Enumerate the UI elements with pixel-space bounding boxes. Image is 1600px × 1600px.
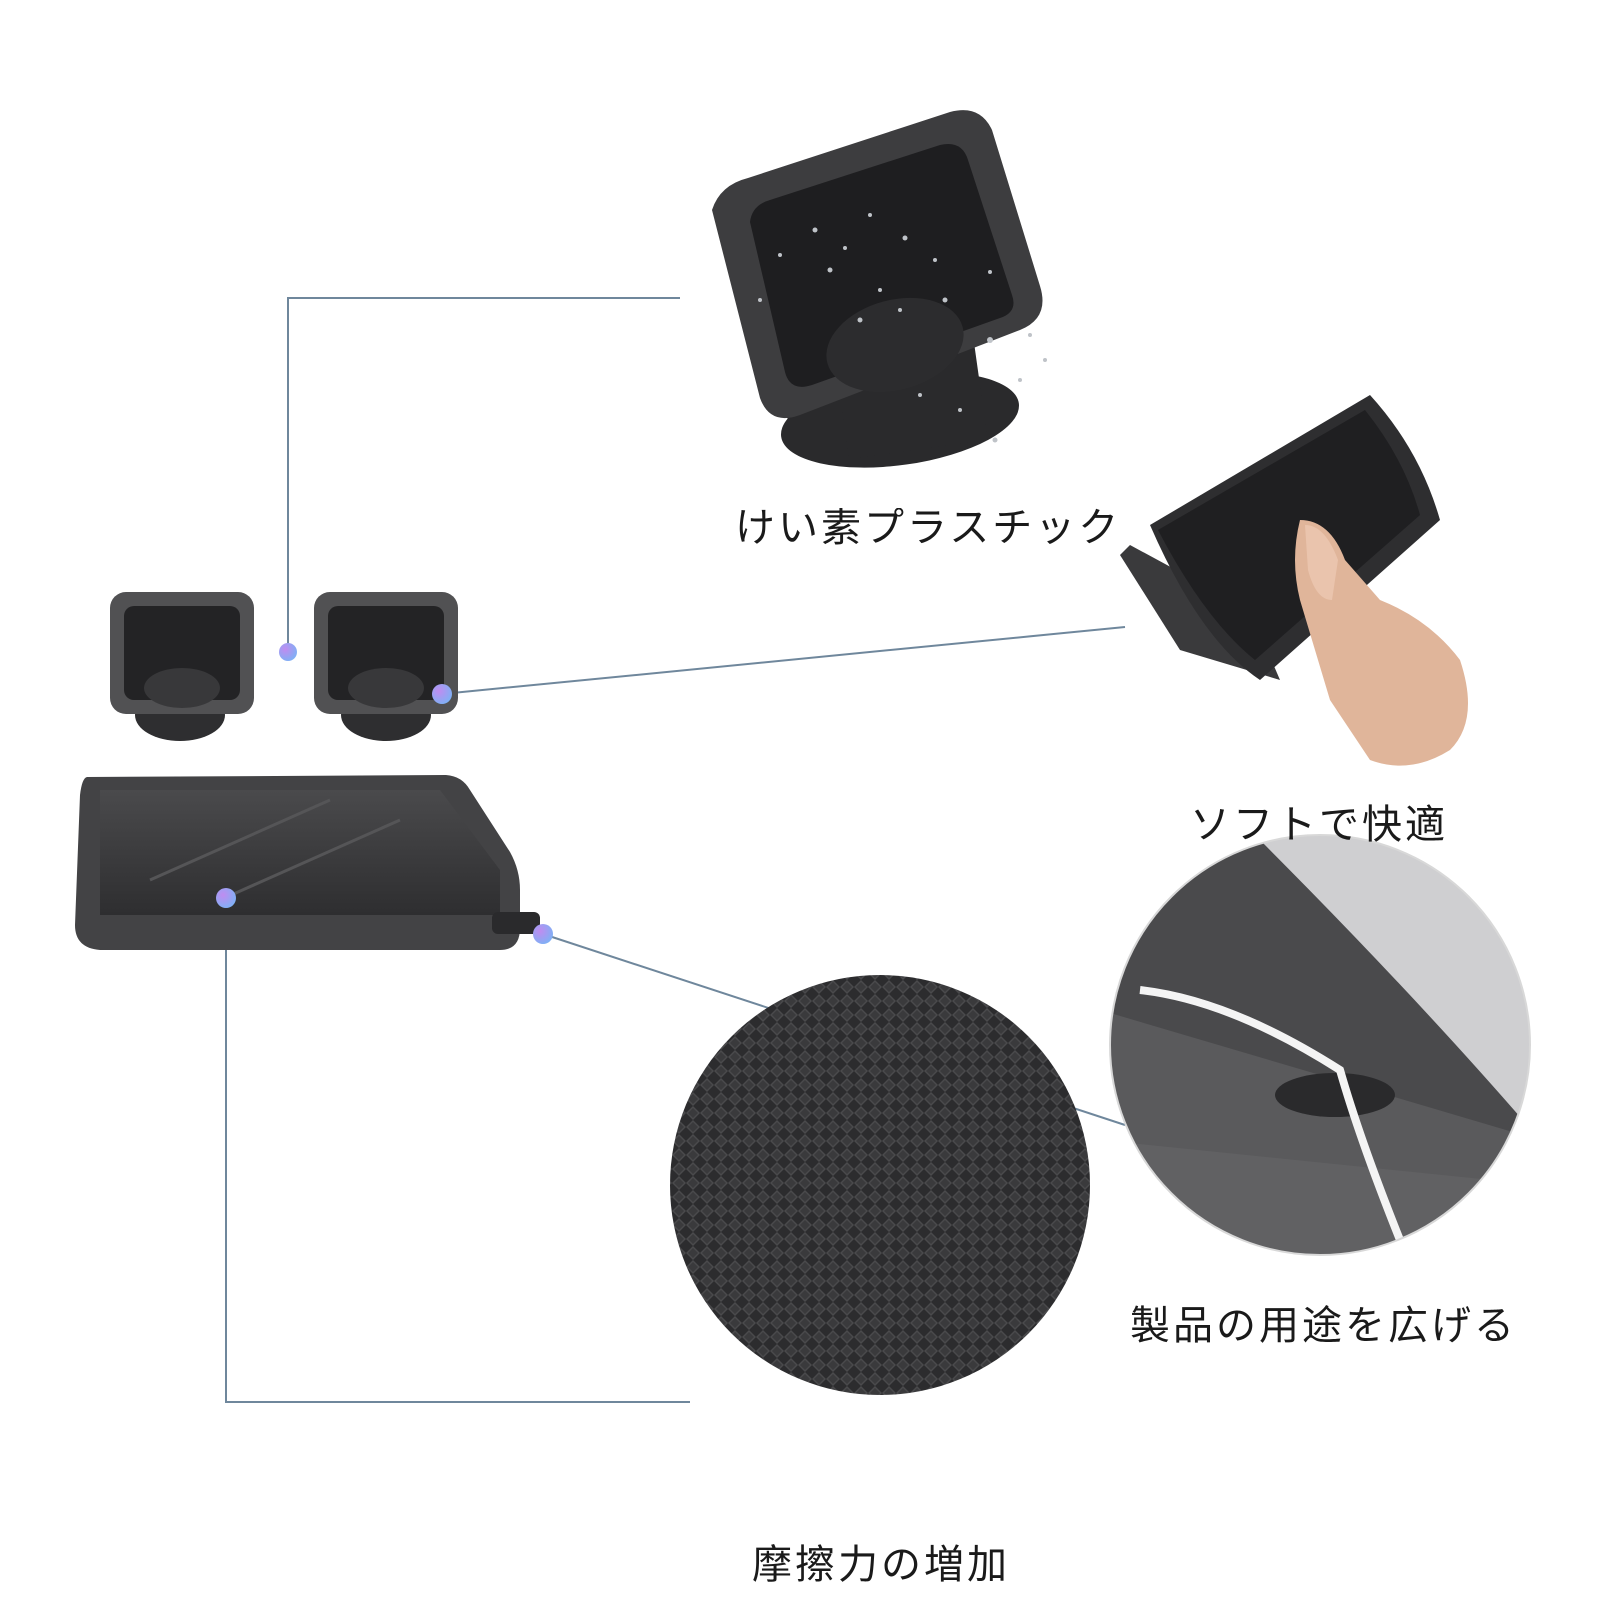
water-droplets (758, 213, 1047, 443)
hotspot-soft (432, 684, 452, 704)
folded-mat-hand-photo (1120, 395, 1468, 766)
cable-slot-closeup-photo (1110, 835, 1530, 1255)
hotspot-friction (216, 888, 236, 908)
console-tray-mat (75, 775, 540, 950)
textured-surface-closeup-photo (670, 975, 1090, 1395)
hotspot-dots (216, 643, 553, 944)
feature-label-material: けい素プラスチック (735, 508, 1122, 548)
cup-holder-insert-left (110, 592, 254, 741)
leader-line-friction (225, 898, 690, 1403)
silicone-cup-photo (712, 110, 1047, 468)
cup-holder-insert-right (314, 592, 458, 741)
leader-line-material (287, 297, 680, 652)
hotspot-material (279, 643, 297, 661)
leader-line-soft (441, 626, 1126, 695)
hotspot-usage (533, 924, 553, 944)
feature-label-usage: 製品の用途を広げる (1130, 1303, 1517, 1349)
feature-label-friction: 摩擦力の増加 (752, 1542, 1010, 1588)
feature-label-soft: ソフトで快適 (1190, 802, 1448, 848)
